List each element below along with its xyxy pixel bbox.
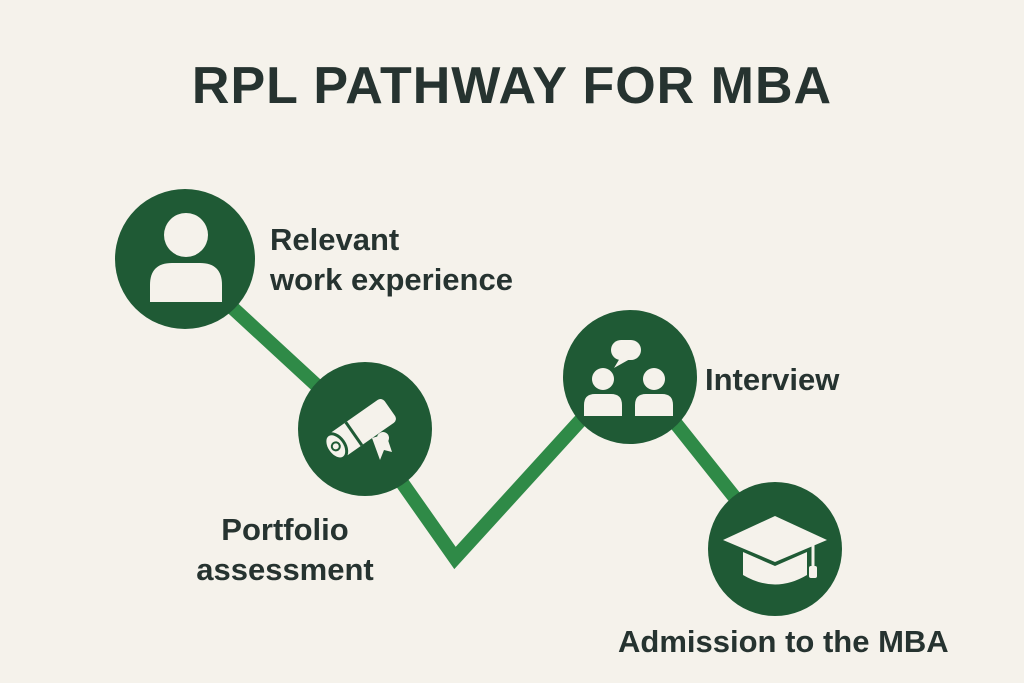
person-icon — [150, 213, 222, 302]
step-4-node — [708, 482, 842, 616]
step-2-label-line-1: Portfolio — [221, 512, 349, 547]
step-1-label-line-2: work experience — [270, 262, 513, 297]
discussion-people-icon — [584, 340, 673, 416]
diploma-scroll-icon — [323, 398, 396, 461]
diagram-title: RPL PATHWAY FOR MBA — [191, 57, 833, 115]
step-2-label-line-2: assessment — [196, 552, 374, 587]
step-3-label: Interview — [705, 360, 839, 400]
step-3-label-line-1: Interview — [705, 362, 840, 397]
step-2-node — [298, 362, 432, 496]
step-1-label: Relevant work experience — [270, 220, 513, 300]
step-2-label: Portfolio assessment — [180, 510, 390, 590]
step-3-node — [563, 310, 697, 444]
step-4-label-line-1: Admission to the MBA — [618, 624, 949, 659]
step-1-node — [115, 189, 255, 329]
step-1-label-line-1: Relevant — [270, 222, 400, 257]
step-4-label: Admission to the MBA — [618, 622, 949, 662]
graduation-cap-icon — [723, 516, 827, 585]
pathway-line — [180, 258, 781, 570]
